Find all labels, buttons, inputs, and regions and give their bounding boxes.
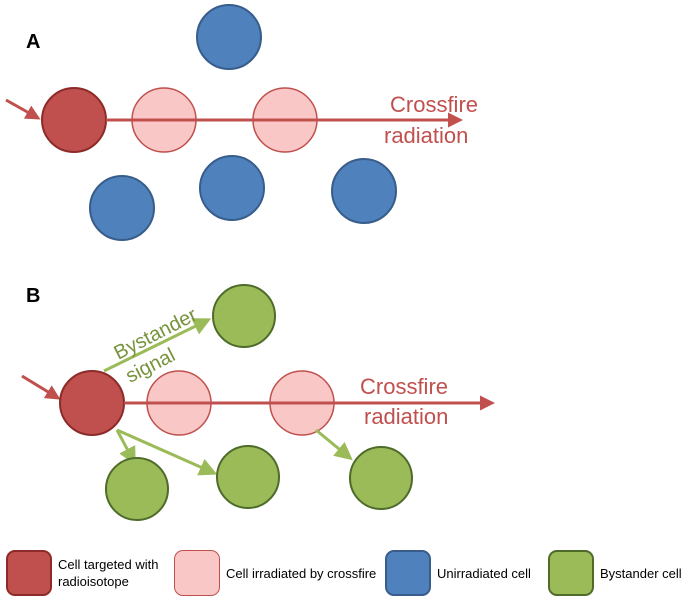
- legend-swatch-irradiated: [174, 550, 220, 596]
- legend: Cell targeted with radioisotope Cell irr…: [0, 544, 686, 602]
- radiation-label-line2: radiation: [384, 123, 468, 148]
- radiation-label-line1: Crossfire: [390, 92, 478, 117]
- legend-swatch-bystander: [548, 550, 594, 596]
- panel-a-label: A: [26, 31, 40, 53]
- legend-label-targeted: Cell targeted with radioisotope: [58, 557, 159, 589]
- bystander-signal-arrow: [115, 429, 136, 466]
- unirradiated-cell: [331, 158, 397, 224]
- unirradiated-cell: [199, 155, 265, 221]
- bystander-cell: [105, 457, 169, 521]
- legend-item-targeted: Cell targeted with radioisotope: [6, 544, 178, 602]
- legend-label-unirradiated: Unirradiated cell: [437, 565, 531, 581]
- panel-b: B Bystander signal Crossfire radiation: [21, 284, 495, 521]
- incoming-radiation-arrow: [5, 98, 41, 120]
- legend-swatch-targeted: [6, 550, 52, 596]
- bystander-signal-arrow: [116, 428, 218, 476]
- unirradiated-cell: [196, 4, 262, 70]
- incoming-radiation-arrow: [21, 374, 61, 400]
- panel-a: A Crossfire radiation: [5, 4, 478, 241]
- bystander-cell: [349, 446, 413, 510]
- legend-label-bystander: Bystander cell: [600, 565, 682, 581]
- bystander-cell: [216, 445, 280, 509]
- legend-item-unirradiated: Unirradiated cell: [385, 544, 547, 602]
- panel-b-label: B: [26, 285, 40, 307]
- legend-item-irradiated: Cell irradiated by crossfire: [174, 544, 406, 602]
- crossfire-bystander-diagram: A Crossfire radiation B Bystander signal: [5, 4, 495, 521]
- targeted-cell: [59, 370, 125, 436]
- bystander-signal-arrow: [103, 318, 212, 373]
- radiation-label-line2: radiation: [364, 404, 448, 429]
- unirradiated-cell: [89, 175, 155, 241]
- radiation-label-line1: Crossfire: [360, 374, 448, 399]
- legend-item-bystander: Bystander cell: [548, 544, 686, 602]
- bystander-signal-arrow: [315, 428, 353, 461]
- legend-swatch-unirradiated: [385, 550, 431, 596]
- targeted-cell: [41, 87, 107, 153]
- bystander-cell: [212, 284, 276, 348]
- legend-label-irradiated: Cell irradiated by crossfire: [226, 565, 377, 581]
